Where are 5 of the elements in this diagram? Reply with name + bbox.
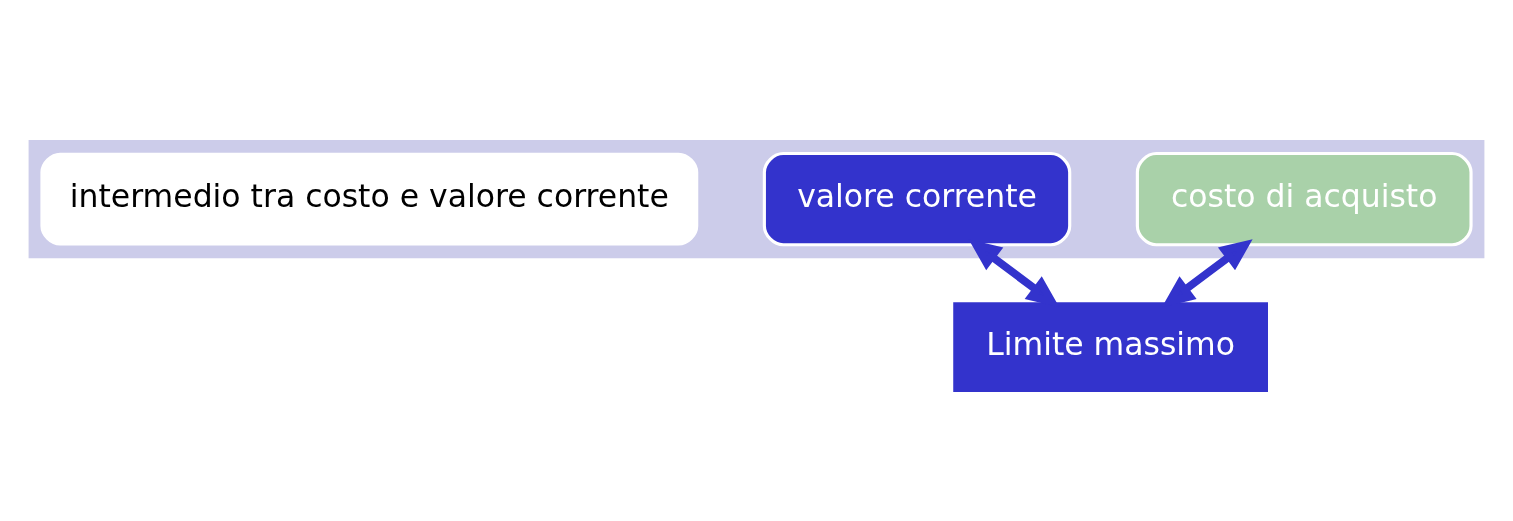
cluster <box>28 140 1485 259</box>
node-box: costo di acquisto <box>1135 151 1473 247</box>
node-box: intermedio tra costo e valore corrente <box>40 152 699 246</box>
node-box: Limite massimo <box>951 300 1270 394</box>
node-box: valore corrente <box>762 151 1072 247</box>
